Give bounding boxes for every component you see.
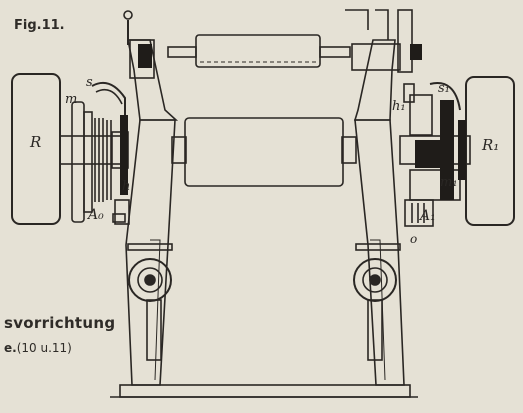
label-A1: A₁ (418, 208, 436, 224)
label-m1: m₁ (440, 175, 458, 190)
caption-reference: (10 u.11) (16, 341, 72, 355)
left-drive-wheel-R (11, 73, 61, 225)
right-top-bearing-block (351, 43, 401, 71)
left-bearing-hub (137, 267, 163, 293)
right-support-column (354, 119, 405, 386)
left-top-bearing-core (138, 44, 152, 68)
right-top-post (397, 9, 413, 73)
right-bearing-axle (369, 274, 381, 286)
label-o: o (410, 232, 417, 246)
upper-roller-right-journal (319, 46, 351, 58)
label-s: s (86, 75, 93, 90)
label-s1: s₁ (438, 81, 450, 96)
label-R1: R₁ (481, 136, 499, 154)
right-top-bearing-core (410, 44, 422, 60)
right-bearing-wheel (353, 258, 397, 302)
left-bearing-axle (144, 274, 156, 286)
caption-line-2-text: e. (4, 341, 17, 355)
main-roller (184, 117, 344, 187)
left-top-bearing-block (129, 39, 155, 79)
main-roller-right-journal (341, 136, 357, 164)
left-bearing-wheel (128, 258, 172, 302)
right-upright-arm (353, 39, 396, 121)
label-R: R (29, 133, 41, 151)
left-coupling-bar (120, 115, 128, 195)
caption-line-2: e.(10 u.11) (4, 341, 72, 355)
right-clutch-collar (415, 140, 445, 168)
right-clutch-assembly (403, 82, 461, 227)
left-clutch-assembly (71, 82, 130, 225)
caption-line-1: svorrichtung (4, 314, 116, 332)
right-bearing-hub (362, 267, 388, 293)
label-A0: A₀ (86, 207, 104, 223)
label-h: h (122, 179, 130, 194)
left-support-column (125, 119, 176, 386)
label-m: m (65, 92, 77, 107)
left-top-knob (123, 10, 133, 20)
label-h1: h₁ (392, 99, 406, 114)
base-plate (119, 384, 411, 398)
right-clutch-disc (440, 100, 454, 200)
right-clutch-hub (458, 120, 466, 180)
upper-roller-left-journal (167, 46, 197, 58)
figure-number: Fig.11. (14, 18, 65, 33)
main-roller-left-journal (171, 136, 187, 164)
